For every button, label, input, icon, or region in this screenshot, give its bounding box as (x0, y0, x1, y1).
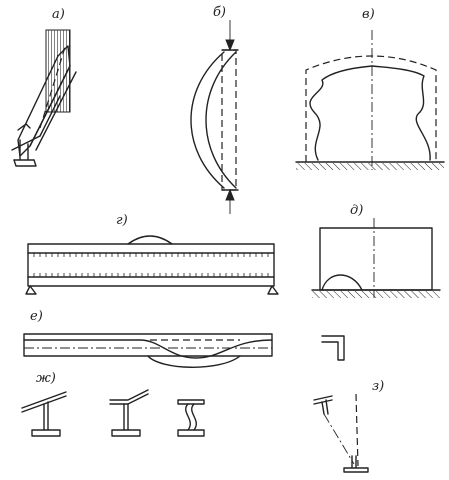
panel-v: в) (295, 7, 445, 170)
twist-axis (323, 413, 355, 465)
label-g: г) (116, 213, 128, 228)
left-support (25, 285, 37, 295)
beam-web (11, 135, 41, 161)
beam-end (13, 123, 37, 167)
top-section (313, 395, 333, 415)
beam-e-outline (23, 333, 273, 357)
plate-outline (319, 227, 433, 291)
flange-bulge (127, 235, 173, 245)
angle-section (321, 335, 345, 361)
beam-e-bulge (147, 355, 241, 368)
label-b: б) (213, 5, 226, 20)
panel-e: е) (23, 309, 273, 368)
panel-b: б) (190, 5, 239, 214)
buckled-plate-outline (309, 65, 431, 161)
top-force-arrow (225, 39, 235, 52)
panel-g: г) (25, 213, 279, 295)
section-1-web (43, 401, 49, 431)
label-d: д) (350, 203, 363, 218)
panel-zh: ж) (21, 371, 205, 437)
plate-buckle (321, 274, 363, 291)
original-column (221, 49, 237, 191)
panel-z: з) (313, 379, 384, 473)
beam-e-wave-top (23, 339, 273, 359)
panel-a: а) (11, 7, 77, 167)
buckled-column-right (205, 51, 237, 189)
beam-lines (29, 65, 77, 151)
bottom-section (343, 455, 369, 473)
section-3-flange (177, 399, 205, 405)
original-position (39, 43, 67, 129)
panel-d: д) (311, 203, 441, 298)
label-a: а) (52, 7, 65, 22)
label-v: в) (362, 7, 375, 22)
section-3-web (185, 403, 197, 431)
plate-base-hatch (312, 291, 440, 298)
bottom-force-arrow (225, 188, 235, 201)
buckled-column-left (190, 51, 225, 189)
original-plate-outline (305, 55, 437, 162)
label-zh: ж) (36, 371, 56, 386)
right-support (267, 285, 279, 295)
section-2-base (111, 429, 141, 437)
section-2-web (123, 403, 129, 431)
stiffener-ticks (33, 253, 269, 277)
label-e: е) (30, 309, 43, 324)
section-3-base (177, 429, 205, 437)
section-1-base (31, 429, 61, 437)
vertical-reference (355, 393, 359, 467)
beam-outline (27, 243, 275, 287)
base-hatch (296, 163, 444, 170)
section-2-flange (109, 389, 149, 405)
label-z: з) (372, 379, 384, 394)
